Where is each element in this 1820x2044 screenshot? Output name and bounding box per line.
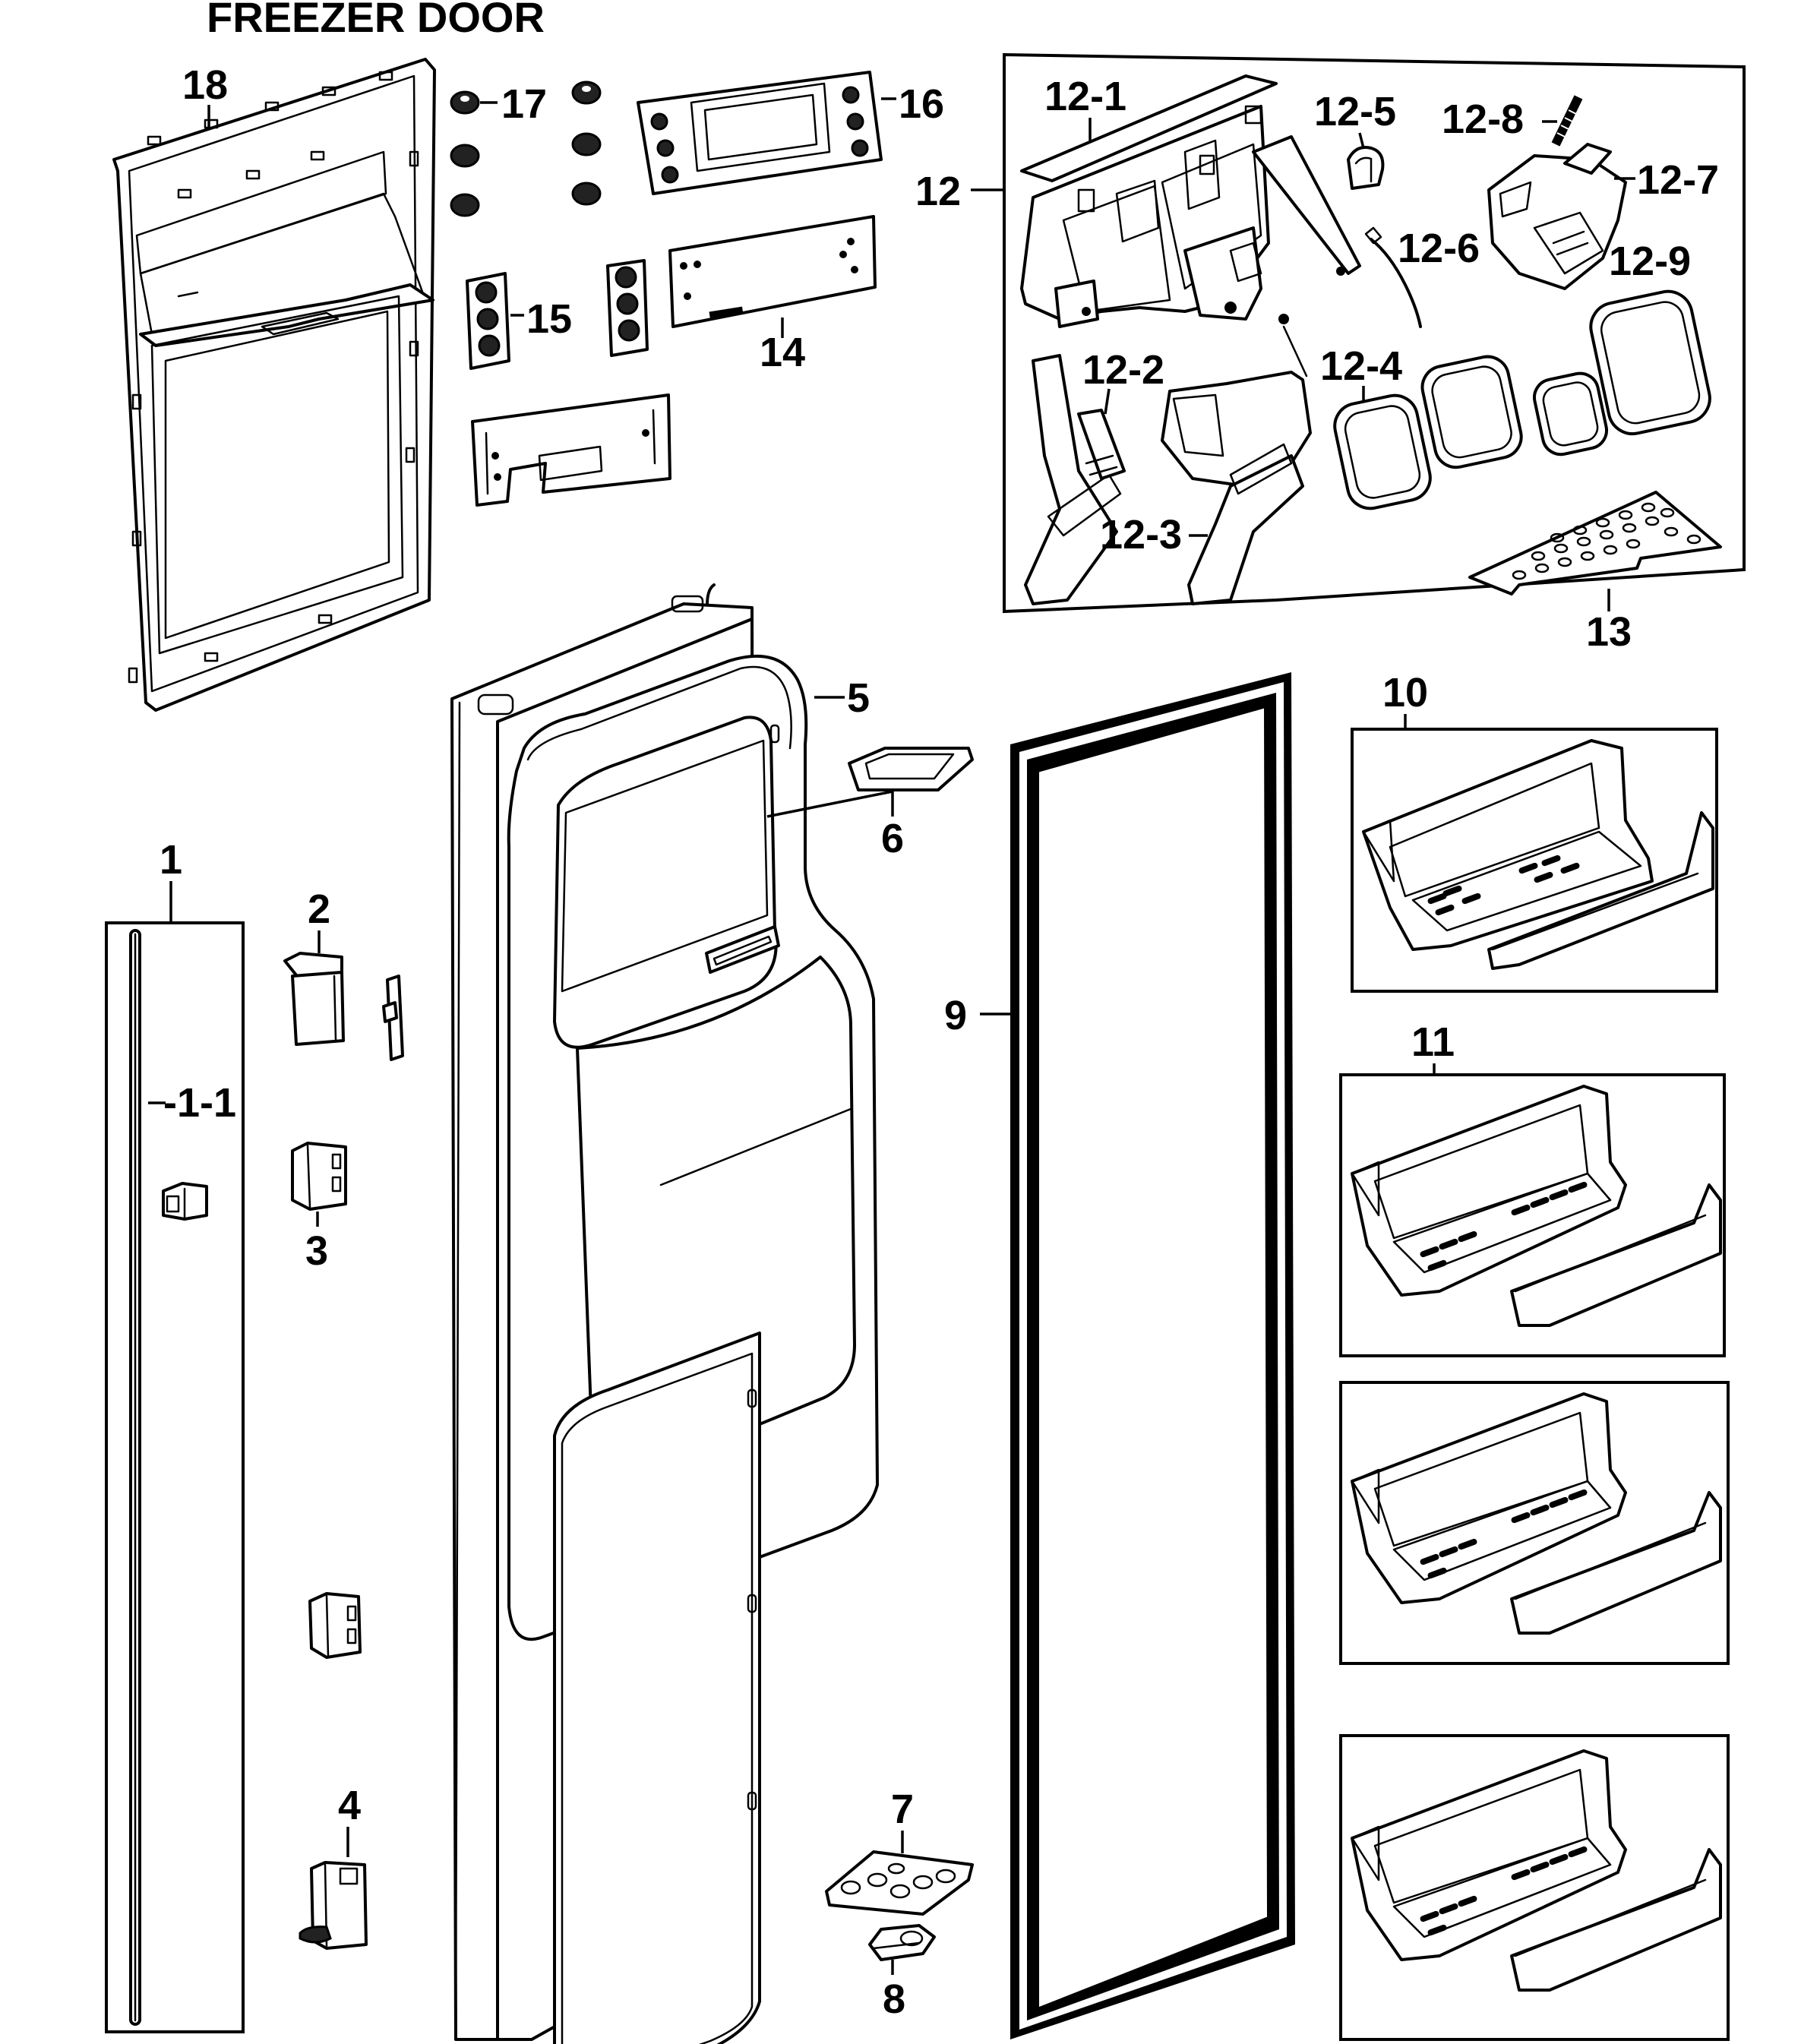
part-6-drain-tray xyxy=(848,747,974,791)
label-12-1: 12-1 xyxy=(1044,74,1126,119)
label-2: 2 xyxy=(308,886,330,932)
part-2-cap-upper xyxy=(283,952,345,1046)
label-1-1: -1-1 xyxy=(163,1080,236,1126)
label-1: 1 xyxy=(160,837,182,883)
label-12-7: 12-7 xyxy=(1637,157,1719,203)
part-10-box xyxy=(1351,728,1718,993)
part-11-box-2 xyxy=(1339,1381,1730,1665)
part-12-5-knob xyxy=(1347,146,1385,190)
label-14: 14 xyxy=(760,330,805,375)
part-10-door-guard-bin xyxy=(1362,739,1714,970)
control-bracket xyxy=(471,393,671,507)
part-11-box-1 xyxy=(1339,1073,1726,1357)
part-2-hinge-clip xyxy=(382,975,404,1061)
part-12-4-seals xyxy=(1333,355,1608,510)
part-12-9-gasket xyxy=(1589,289,1711,436)
part-12-7-solenoid xyxy=(1487,143,1627,290)
part-12-2-lever xyxy=(1024,354,1126,605)
part-7-hinge-plate xyxy=(825,1850,974,1916)
label-12-2: 12-2 xyxy=(1082,347,1164,393)
label-12-3: 12-3 xyxy=(1100,512,1182,558)
label-12-8: 12-8 xyxy=(1442,96,1524,142)
label-10: 10 xyxy=(1382,670,1428,716)
label-8: 8 xyxy=(883,1976,905,2022)
part-3-stopper-lower xyxy=(308,1592,362,1659)
label-12-9: 12-9 xyxy=(1609,239,1691,284)
part-1-box xyxy=(105,921,245,2033)
part-15-button-rubber xyxy=(466,259,649,370)
label-15: 15 xyxy=(526,296,572,342)
part-11-box-3 xyxy=(1339,1734,1730,2041)
label-18: 18 xyxy=(182,62,228,108)
part-17-button-caps xyxy=(450,81,602,217)
part-12-8-spring xyxy=(1551,95,1583,147)
label-11: 11 xyxy=(1411,1019,1455,1065)
part-12-6-wire xyxy=(1364,226,1422,328)
part-13-dispenser-grille xyxy=(1468,491,1722,596)
label-9: 9 xyxy=(944,993,967,1038)
part-18-dispenser-cover-frame xyxy=(112,58,436,712)
part-11-door-shelf-bin-1 xyxy=(1351,1085,1722,1327)
part-5-freezer-door xyxy=(450,583,879,2044)
diagram-title: FREEZER DOOR xyxy=(207,0,545,41)
part-12-1-dispenser-case xyxy=(1020,74,1361,328)
part-16-display-panel xyxy=(637,71,883,195)
label-16: 16 xyxy=(899,81,944,127)
label-4: 4 xyxy=(338,1783,361,1828)
part-8-door-stopper xyxy=(868,1924,936,1961)
part-11-door-shelf-bin-3 xyxy=(1351,1749,1722,1992)
label-12-5: 12-5 xyxy=(1314,89,1396,134)
part-4-cap-lower xyxy=(299,1861,368,1950)
label-17: 17 xyxy=(501,81,547,127)
part-1-1-trim-clip xyxy=(162,1182,208,1221)
label-13: 13 xyxy=(1586,609,1632,655)
label-7: 7 xyxy=(891,1787,914,1832)
label-6: 6 xyxy=(881,816,904,861)
label-3: 3 xyxy=(305,1228,328,1274)
part-1-door-trim-bar xyxy=(129,929,141,2026)
part-14-control-pcb xyxy=(668,215,877,328)
label-12-6: 12-6 xyxy=(1398,226,1480,271)
part-12-3-lever-flap xyxy=(1161,314,1312,605)
part-11-door-shelf-bin-2 xyxy=(1351,1392,1722,1635)
part-9-door-gasket xyxy=(1010,672,1295,2039)
label-12: 12 xyxy=(915,169,961,214)
label-12-4: 12-4 xyxy=(1320,343,1402,389)
part-3-stopper xyxy=(291,1142,347,1211)
label-5: 5 xyxy=(847,675,870,721)
